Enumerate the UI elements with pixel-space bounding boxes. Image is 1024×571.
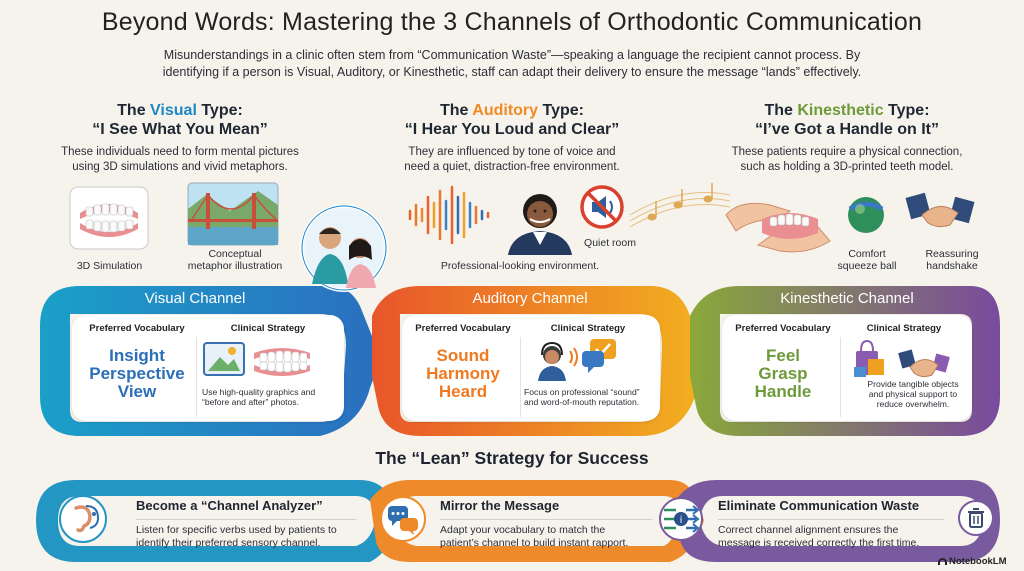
step-channel-analyzer: Become a “Channel Analyzer” Listen for s…	[136, 498, 368, 550]
kinesthetic-channel-label: Kinesthetic Channel	[780, 290, 914, 307]
step3-band	[676, 480, 1000, 562]
caption-quiet-room: Quiet room	[584, 237, 636, 249]
auditory-band	[372, 286, 702, 436]
trash-icon	[958, 500, 994, 536]
caption-professional-environment: Professional-looking environment.	[440, 260, 600, 272]
page-title: Beyond Words: Mastering the 3 Channels o…	[101, 8, 923, 36]
squeeze-ball-icon	[848, 197, 884, 233]
visual-channel-card: Preferred Vocabulary Clinical Strategy I…	[72, 315, 344, 421]
hands-teeth-icon	[725, 202, 831, 253]
kinesthetic-type-section: The Kinesthetic Type: “I’ve Got a Handle…	[731, 102, 963, 173]
shopping-bag-icon	[854, 339, 950, 378]
visual-channel-label: Visual Channel	[144, 290, 246, 307]
teeth-model-icon	[69, 186, 149, 250]
dentist-patient-photo	[300, 204, 388, 292]
headset-icon	[538, 341, 578, 381]
auditory-channel-card: Preferred Vocabulary Clinical Strategy S…	[402, 315, 660, 421]
music-notes-icon	[629, 183, 731, 228]
visual-type-section: The Visual Type: “I See What You Mean” T…	[61, 102, 299, 173]
channel-bands	[40, 286, 1000, 436]
auditory-type-section: The Auditory Type: “I Hear You Loud and …	[404, 102, 620, 173]
step2-band	[370, 480, 704, 562]
speech-bubbles-icon	[380, 496, 426, 542]
notebooklm-brand: NotebookLM	[938, 556, 1007, 567]
auditory-strategy: Focus on professional “sound”and word-of…	[524, 387, 640, 407]
svg-text:i: i	[680, 515, 683, 526]
receptionist-icon	[508, 194, 572, 255]
visual-band	[40, 286, 379, 436]
caption-squeeze-ball: Comfort squeeze ball	[837, 248, 897, 272]
notebooklm-logo-icon	[938, 557, 947, 565]
visual-strategy: Use high-quality graphics and“before and…	[202, 387, 316, 407]
picture-icon	[203, 342, 310, 376]
illustrations-row	[69, 182, 975, 255]
funnel-arrows-icon: i	[659, 497, 703, 541]
step-mirror-message: Mirror the Message Adapt your vocabulary…	[440, 498, 670, 550]
no-noise-icon	[580, 185, 624, 229]
ear-brain-icon	[59, 495, 107, 543]
caption-metaphor: Conceptual metaphor illustration	[187, 248, 283, 272]
caption-3d-simulation: 3D Simulation	[76, 260, 143, 272]
lean-strategy-title: The “Lean” Strategy for Success	[375, 448, 649, 468]
caption-handshake: Reassuring handshake	[925, 248, 979, 272]
step1-band	[36, 480, 400, 562]
bridge-icon	[187, 182, 279, 246]
support-handshake-icon	[898, 349, 950, 378]
step-eliminate-waste: Eliminate Communication Waste Correct ch…	[718, 498, 954, 550]
intro-text: Misunderstandings in a clinic often stem…	[162, 48, 862, 79]
lean-bands	[36, 480, 1000, 562]
kinesthetic-band	[690, 286, 1000, 436]
sound-wave-icon	[408, 185, 490, 245]
chat-check-icon	[582, 339, 616, 373]
kinesthetic-channel-card: Preferred Vocabulary Clinical Strategy F…	[722, 315, 972, 421]
handshake-icon	[905, 192, 975, 228]
auditory-channel-label: Auditory Channel	[472, 290, 588, 307]
